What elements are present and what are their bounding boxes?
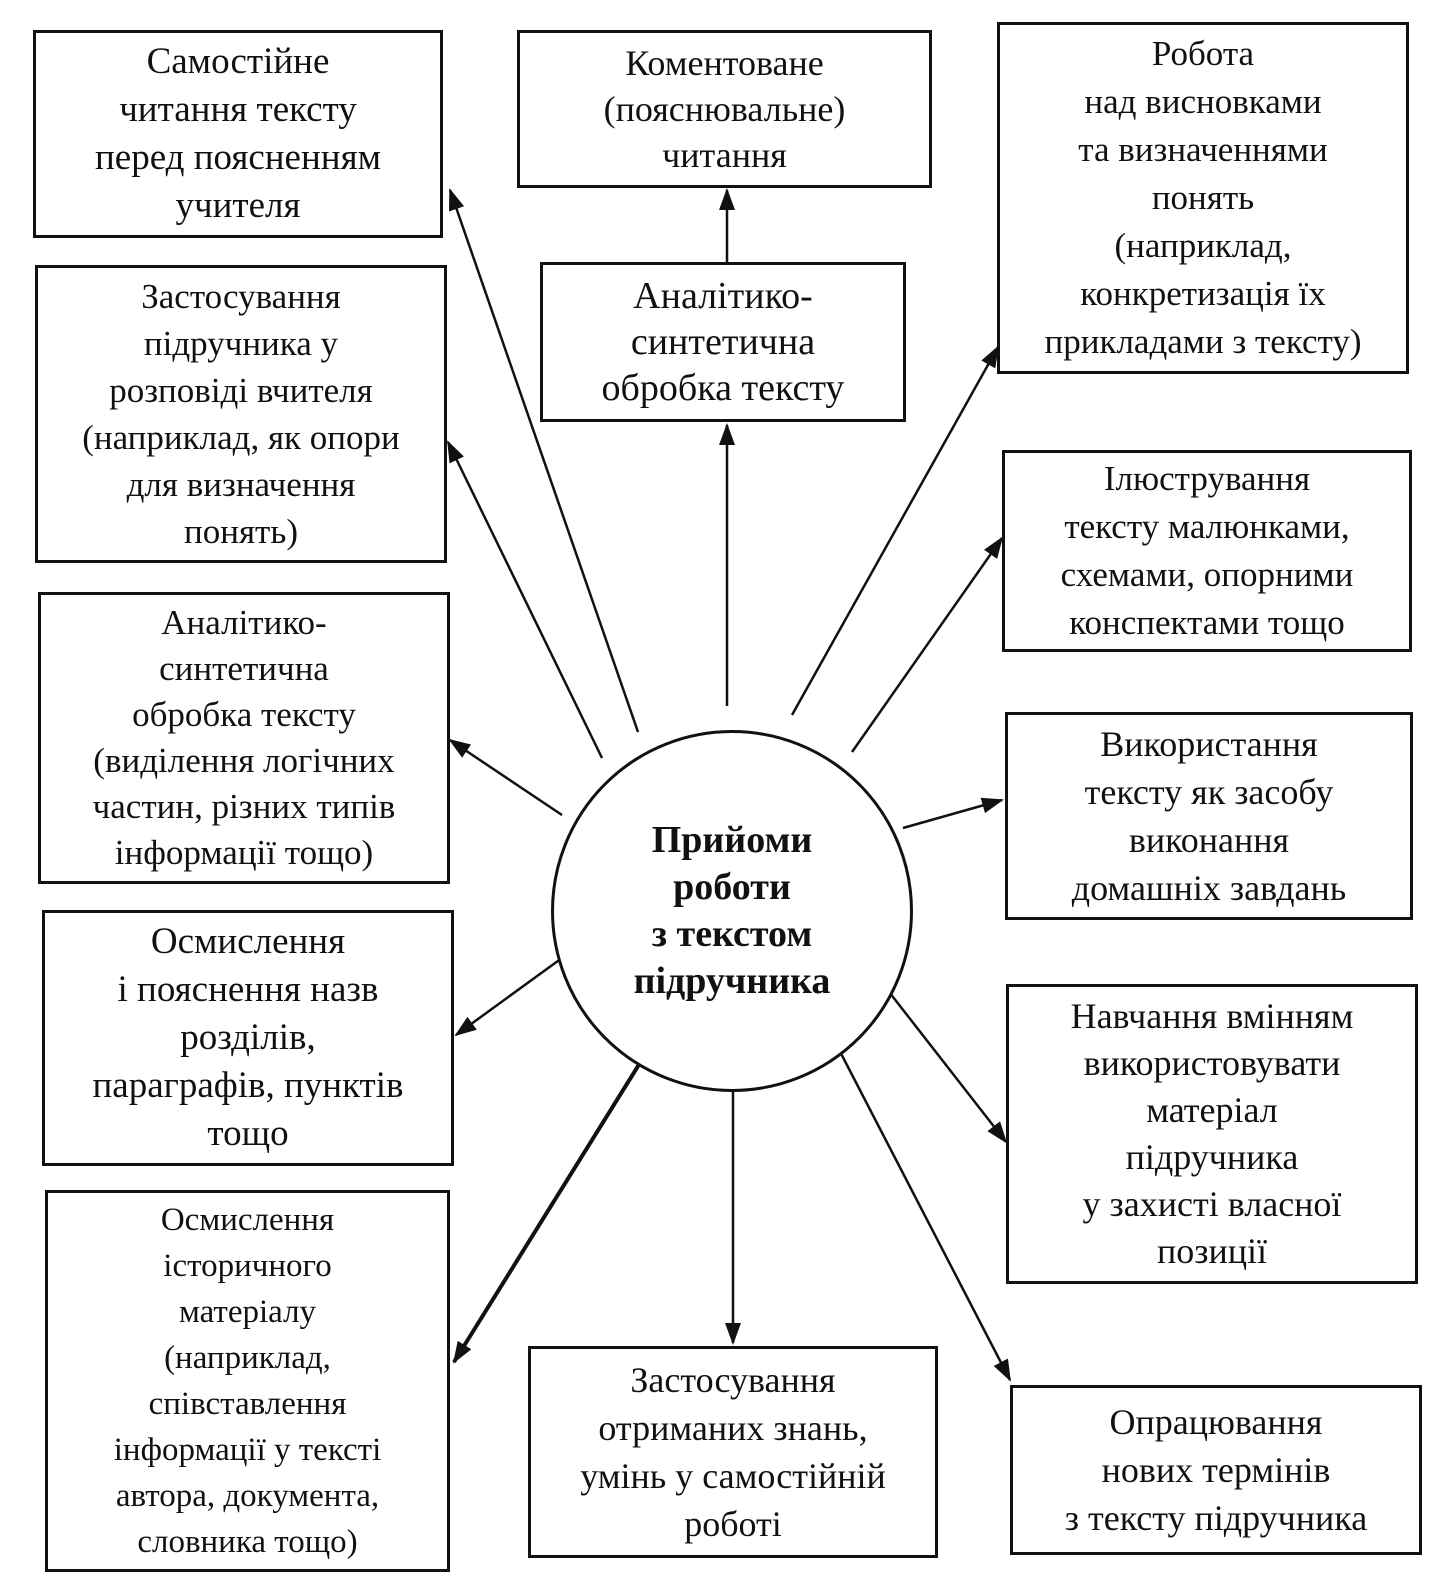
arrow-to-own-position — [885, 987, 1008, 1144]
node-commented-reading: Коментоване (пояснювальне) читання — [517, 30, 932, 188]
node-historical: Осмислення історичного матеріалу (наприк… — [45, 1190, 450, 1572]
arrow-to-conclusions — [790, 345, 1000, 716]
arrow-to-section-names — [454, 956, 563, 1037]
node-teacher-story: Застосування підручника у розповіді вчит… — [35, 265, 447, 563]
node-illustrating: Ілюстрування тексту малюнками, схемами, … — [1002, 450, 1412, 652]
arrow-to-homework — [902, 797, 1004, 830]
center-topic: Прийоми роботи з текстом підручника — [551, 730, 913, 1092]
node-independent-work: Застосування отриманих знань, умінь у са… — [528, 1346, 938, 1558]
arrow-to-new-terms — [832, 1039, 1012, 1382]
node-new-terms: Опрацювання нових термінів з тексту підр… — [1010, 1385, 1422, 1555]
node-self-reading: Самостійне читання тексту перед поясненн… — [33, 30, 443, 238]
arrow-to-self-reading — [448, 188, 640, 733]
node-own-position: Навчання вмінням використовувати матеріа… — [1006, 984, 1418, 1284]
node-conclusions: Робота над висновками та визначеннями по… — [997, 22, 1409, 374]
arrow-to-analytic-left — [448, 738, 563, 817]
arrow-to-teacher-story — [446, 440, 604, 759]
node-analytic-left: Аналітико- синтетична обробка тексту (ви… — [38, 592, 450, 884]
arrow-to-historical — [452, 1048, 650, 1364]
node-analytic-top: Аналітико- синтетична обробка тексту — [540, 262, 906, 422]
node-section-names: Осмислення і пояснення назв розділів, па… — [42, 910, 454, 1166]
arrow-to-illustrating — [850, 536, 1004, 753]
node-homework: Використання тексту як засобу виконання … — [1005, 712, 1413, 920]
